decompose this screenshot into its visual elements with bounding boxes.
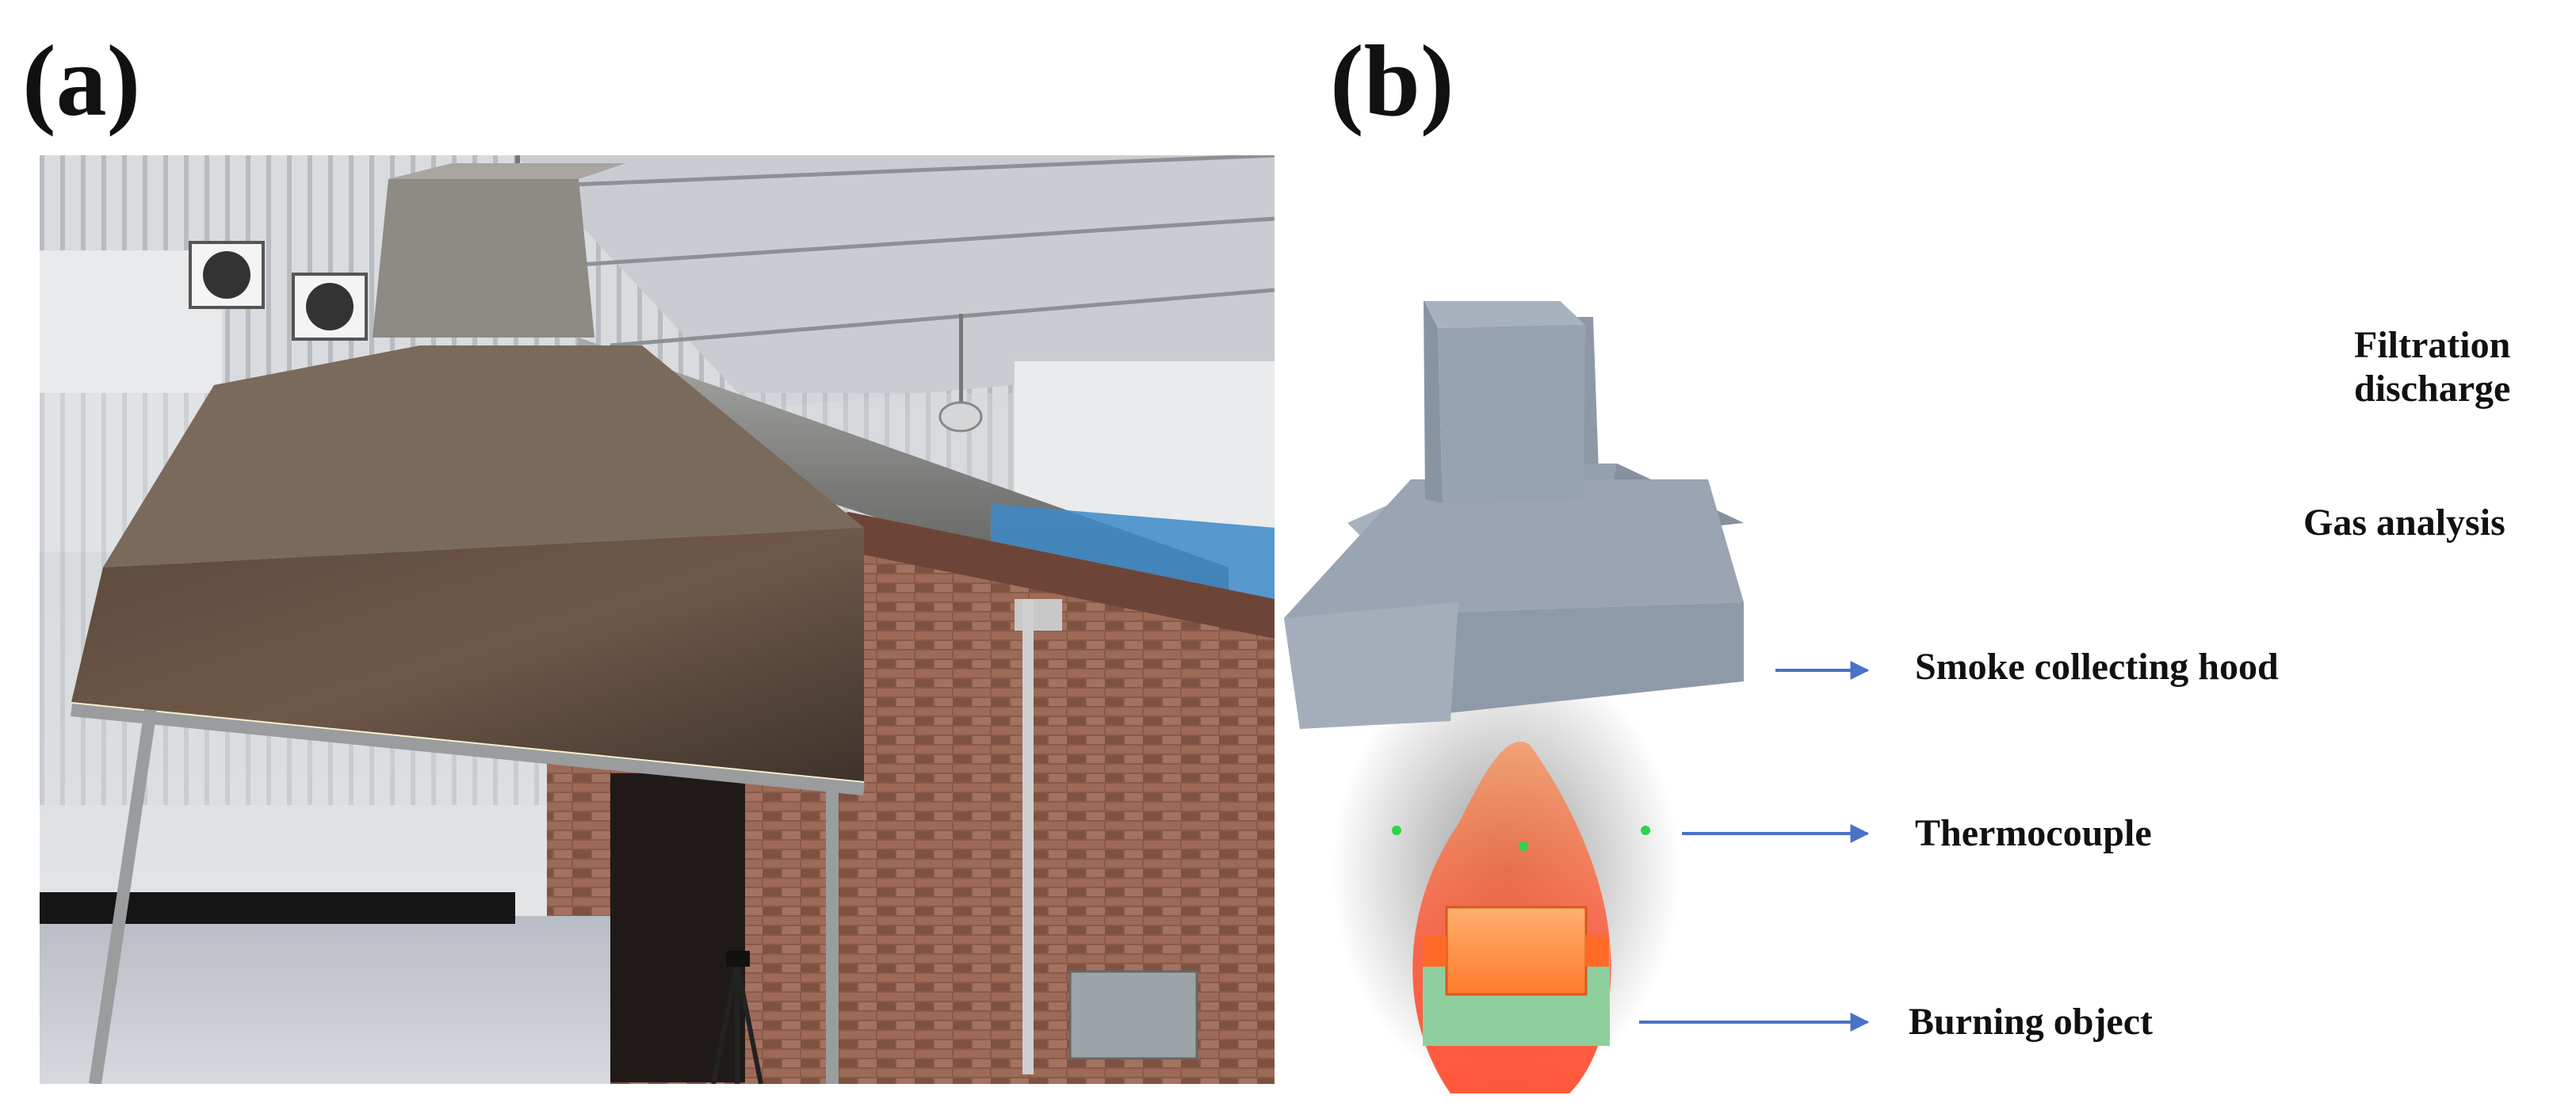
thermocouple-point-right xyxy=(1641,826,1650,835)
callout-burning-object: Burning object xyxy=(1909,1001,2154,1043)
burning-object-top xyxy=(1445,906,1588,996)
apparatus-schematic xyxy=(1284,301,1870,1093)
test-rig-photo xyxy=(40,155,1275,1084)
thermocouple-point-left xyxy=(1392,826,1401,835)
callout-filtration-line2: discharge xyxy=(2354,368,2511,410)
callout-filtration-line1: Filtration xyxy=(2354,324,2511,366)
callout-thermocouple: Thermocouple xyxy=(1915,812,2152,854)
panel-label-a: (a) xyxy=(22,25,141,137)
callout-gas-analysis: Gas analysis xyxy=(2303,502,2505,544)
panel-label-b: (b) xyxy=(1330,25,1454,137)
callout-filtration-discharge: Filtration discharge xyxy=(2354,323,2510,410)
callout-smoke-collecting-hood: Smoke collecting hood xyxy=(1915,646,2279,688)
thermocouple-point-center xyxy=(1519,841,1528,851)
